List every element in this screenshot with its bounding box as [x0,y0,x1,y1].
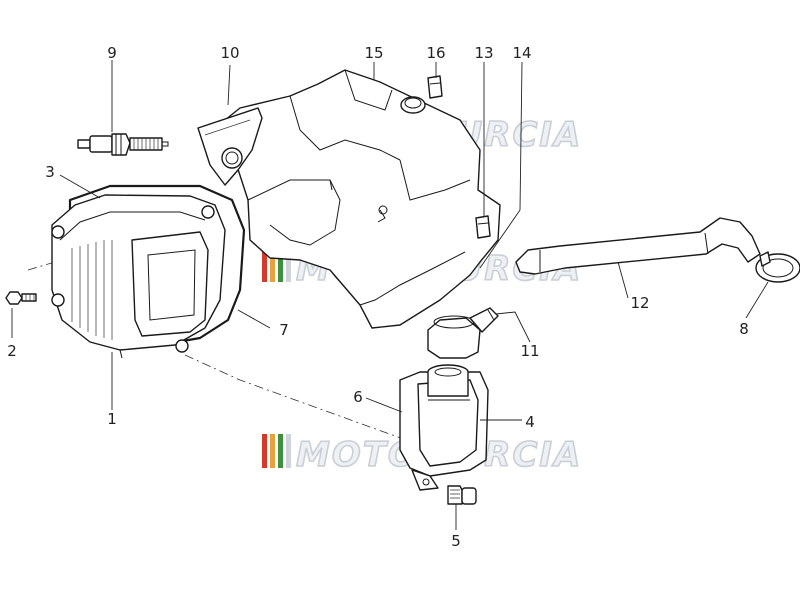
callout-16: 16 [426,44,445,62]
part-13-clip [475,215,491,239]
leader-lines [11,60,769,530]
assembly-line [27,261,56,271]
callout-6: 6 [353,388,363,406]
part-10-gasket [197,107,263,186]
callout-10: 10 [220,44,239,62]
callout-7: 7 [279,321,289,339]
callout-14: 14 [512,44,531,62]
part-4-valve-body [411,364,479,491]
part-8-clamp [755,251,800,283]
part-1-head-cover [51,194,226,359]
callout-11: 11 [520,342,539,360]
callout-3: 3 [45,163,55,181]
callout-labels: 1 2 3 4 5 6 7 8 9 10 11 12 13 14 15 16 [7,44,749,550]
part-12-hose [515,217,761,275]
part-16-clip [427,75,443,99]
callout-5: 5 [451,532,461,550]
callout-8: 8 [739,320,749,338]
callout-2: 2 [7,342,17,360]
assembly-line [184,354,421,446]
callout-15: 15 [364,44,383,62]
part-2-screw [5,291,37,305]
callout-13: 13 [474,44,493,62]
callout-1: 1 [107,410,117,428]
part-15-housing [224,69,501,329]
callout-12: 12 [630,294,649,312]
part-11-breather-cap [427,307,499,359]
part-5-screw [447,485,477,505]
callout-4: 4 [525,413,535,431]
part-9-spark-plug [77,133,169,156]
callout-9: 9 [107,44,117,62]
